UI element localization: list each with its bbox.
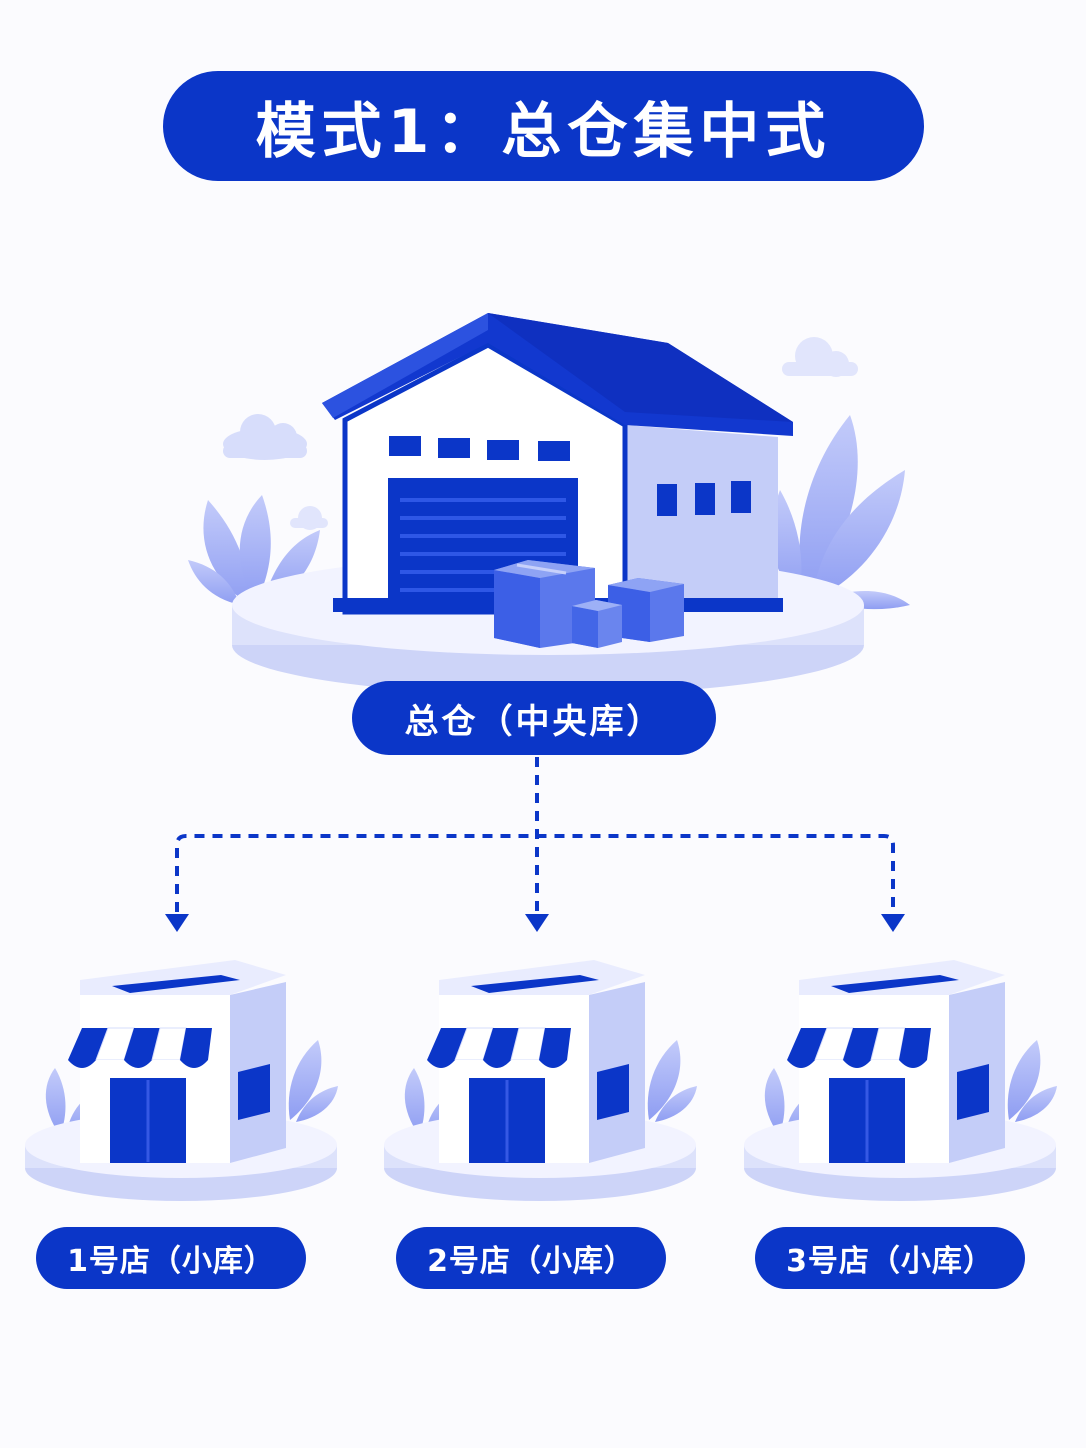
store-icon: [787, 960, 1005, 1163]
store-label-3: 3号店（小库）: [755, 1227, 1025, 1289]
store-icon: [68, 960, 286, 1163]
store-label-1: 1号店（小库）: [36, 1227, 306, 1289]
cloud-icon: [223, 414, 307, 460]
store-label-text: 1号店（小库）: [67, 1244, 275, 1279]
store-label-text: 2号店（小库）: [427, 1244, 635, 1279]
page-title: 模式1：总仓集中式: [163, 71, 924, 181]
plant-icon: [771, 415, 910, 610]
box-icon: [494, 560, 595, 648]
store-node-1: [25, 960, 338, 1201]
store-label-text: 3号店（小库）: [786, 1244, 994, 1279]
cloud-icon: [782, 337, 858, 377]
warehouse-scene: [188, 313, 910, 695]
box-icon: [572, 600, 622, 648]
store-label-2: 2号店（小库）: [396, 1227, 666, 1289]
warehouse-icon: [322, 313, 793, 615]
title-text: 模式1：总仓集中式: [255, 96, 832, 167]
distribution-connectors: [175, 757, 895, 912]
store-node-3: [744, 960, 1057, 1201]
hub-label: 总仓（中央库）: [352, 681, 716, 755]
store-node-2: [384, 960, 697, 1201]
arrow-down-icon: [165, 914, 189, 932]
cloud-icon: [290, 506, 328, 530]
arrow-down-icon: [525, 914, 549, 932]
store-icon: [427, 960, 645, 1163]
hub-label-text: 总仓（中央库）: [404, 701, 664, 742]
arrow-down-icon: [881, 914, 905, 932]
